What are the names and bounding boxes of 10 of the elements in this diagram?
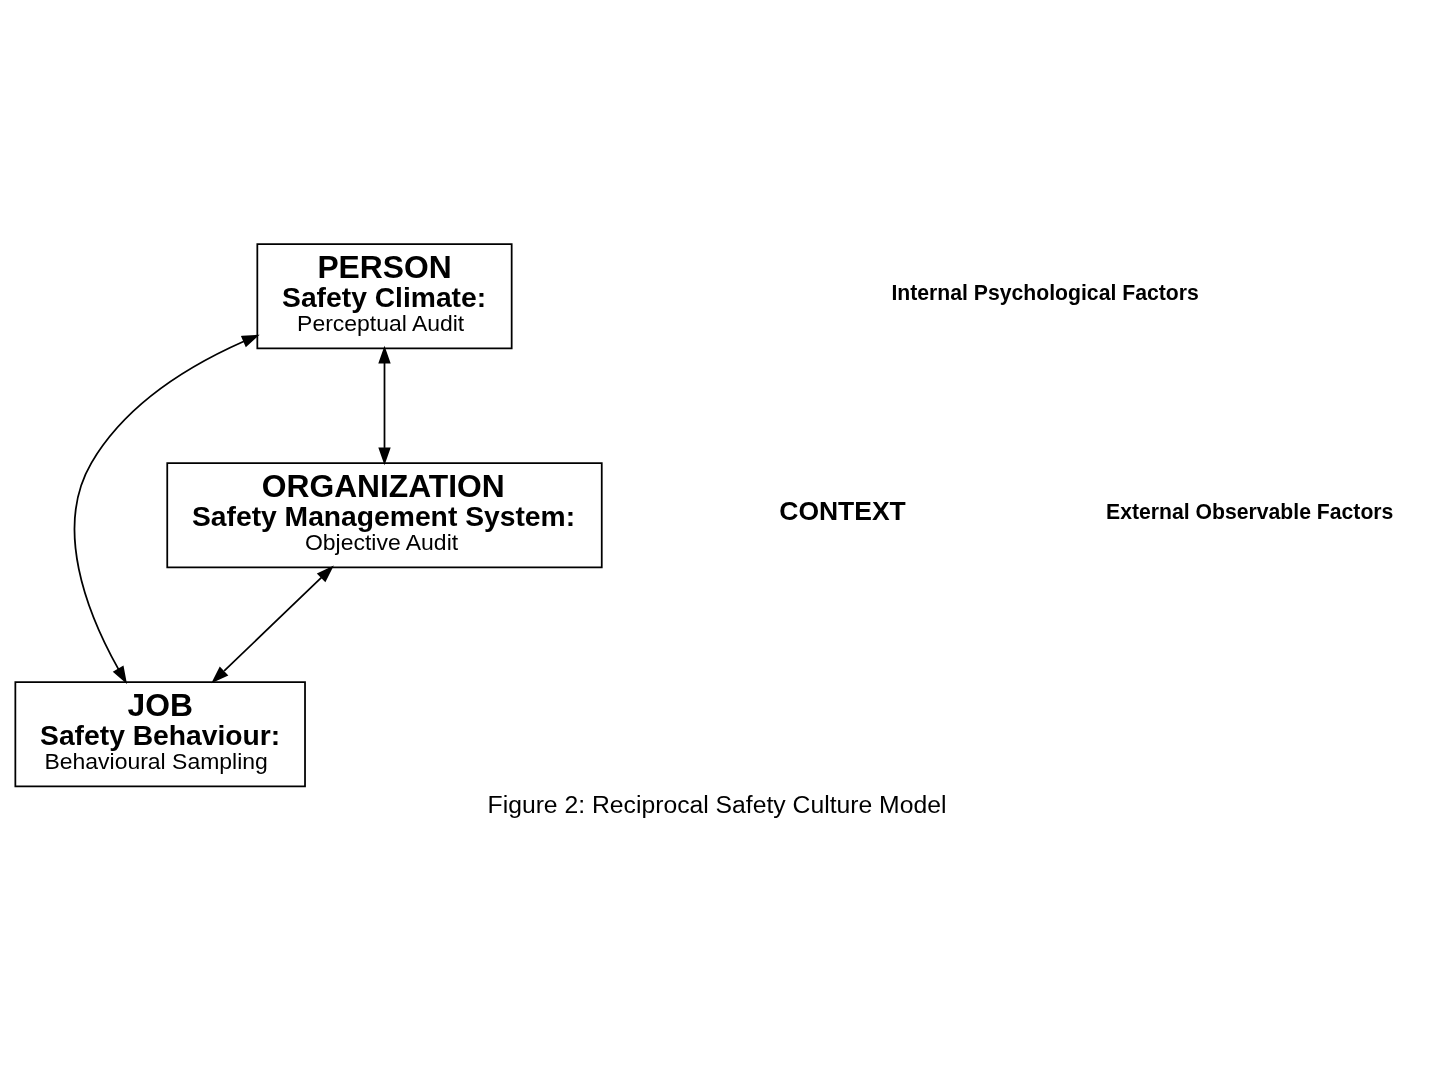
arrow [211,565,334,684]
arrow [378,345,391,466]
node-box: PERSON Safety Climate: Perceptual Audit [256,243,513,350]
node-box: JOB Safety Behaviour: Behavioural Sampling [14,681,306,788]
arrow [73,334,260,684]
label: CONTEXT [779,495,906,526]
label: External Observable Factors [1106,499,1394,523]
node-box: ORGANIZATION Safety Management System: Objective Audit [166,462,603,569]
label: Internal Psychological Factors [891,280,1199,304]
caption: Figure 2: Reciprocal Safety Culture Model [487,791,947,819]
